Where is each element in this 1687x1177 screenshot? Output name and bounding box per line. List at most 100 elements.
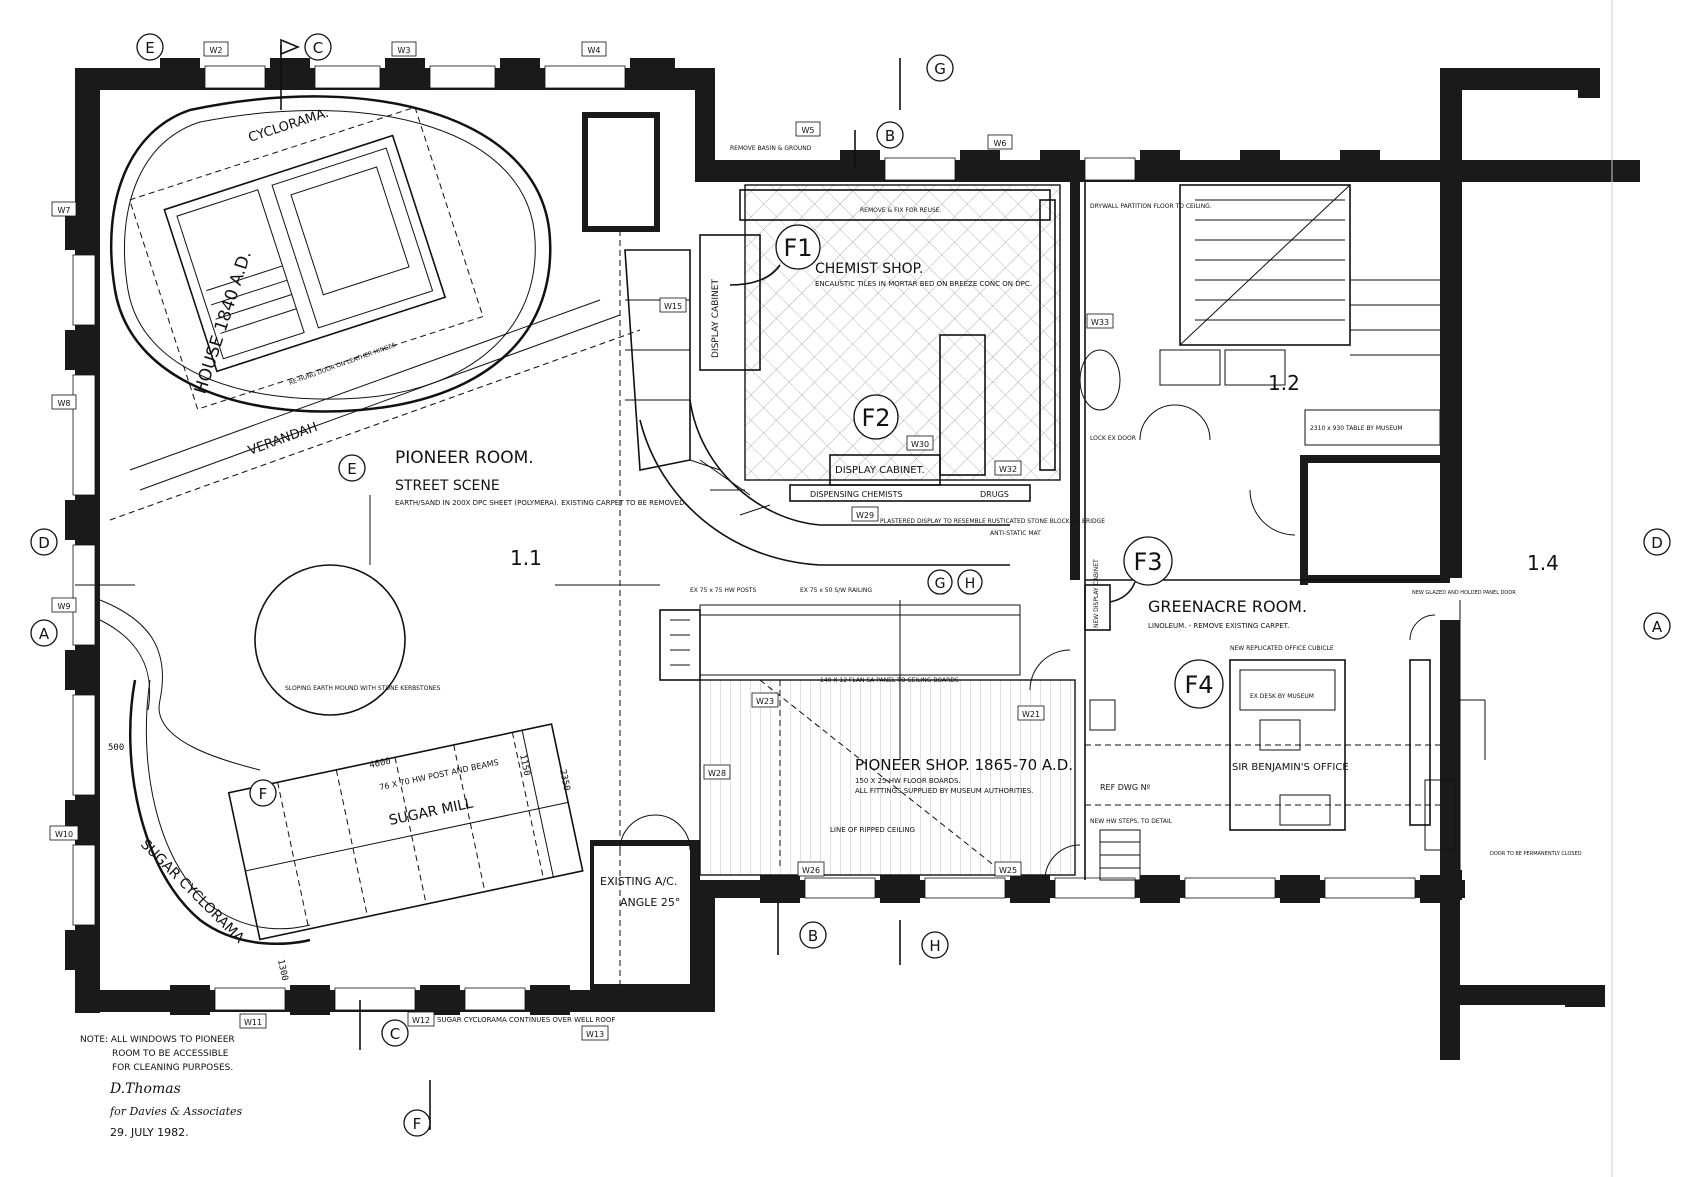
- svg-text:W8: W8: [58, 399, 71, 408]
- angle-label: ANGLE 25°: [620, 896, 680, 909]
- existing-ac-label: EXISTING A/C.: [600, 875, 677, 888]
- svg-text:A: A: [39, 625, 50, 643]
- windows-note-line-3: FOR CLEANING PURPOSES.: [112, 1063, 233, 1073]
- svg-text:W32: W32: [999, 465, 1017, 474]
- svg-text:G: G: [934, 60, 946, 78]
- svg-text:B: B: [885, 127, 895, 145]
- window-tag-w21: W21: [1017, 705, 1045, 721]
- ex-rail-note: EX 75 x 50 S/W RAILING: [800, 587, 872, 594]
- signature-firm: for Davies & Associates: [109, 1105, 243, 1118]
- section-marker-h-bottom: H: [899, 920, 949, 965]
- pioneer-shop-title: PIONEER SHOP. 1865-70 A.D.: [855, 756, 1073, 774]
- section-marker-f-bottom: F: [403, 1080, 431, 1137]
- ref-dwg-label: REF DWG Nº: [1100, 783, 1151, 792]
- section-marker-c-top: C: [280, 33, 332, 110]
- window-tags: W2 W3 W4 W5 W6 W7 W8 W9 W10 W11 W12 W13 …: [49, 41, 1114, 1041]
- greenacre-room-title: GREENACRE ROOM.: [1148, 597, 1307, 616]
- svg-text:W29: W29: [856, 511, 874, 520]
- svg-text:W30: W30: [911, 440, 929, 449]
- pioneer-shop-note-1: 150 X 25 HW FLOOR BOARDS.: [855, 777, 961, 785]
- window-tag-w23: W23: [751, 692, 779, 708]
- svg-text:A: A: [1652, 618, 1663, 636]
- svg-text:F: F: [413, 1115, 422, 1133]
- remove-fix: REMOVE & FIX FOR REUSE.: [860, 207, 942, 214]
- chemist-shop-title: CHEMIST SHOP.: [815, 261, 923, 277]
- window-tag-w25: W25: [994, 861, 1022, 877]
- remove-basin: REMOVE BASIN & GROUND: [730, 145, 812, 152]
- detail-callout-f3: F3: [1109, 536, 1173, 603]
- section-marker-a-left: A: [30, 619, 58, 647]
- svg-text:H: H: [965, 576, 976, 592]
- section-marker-g-top: G: [899, 54, 954, 110]
- greenacre-room: [1044, 182, 1486, 881]
- room-number-1-1: 1.1: [510, 546, 542, 570]
- window-tag-w32: W32: [994, 460, 1022, 476]
- svg-text:B: B: [808, 927, 818, 945]
- chemist-shop: [699, 184, 1061, 502]
- svg-text:W12: W12: [412, 1016, 430, 1025]
- window-tag-w30: W30: [906, 435, 934, 451]
- dimension-2350: 2350: [557, 769, 571, 792]
- drawing-notes: NOTE: ALL WINDOWS TO PIONEER ROOM TO BE …: [80, 1016, 615, 1139]
- dimension-500: 500: [108, 743, 124, 753]
- pioneer-shop-note-2: ALL FITTINGS SUPPLIED BY MUSEUM AUTHORIT…: [855, 787, 1033, 795]
- window-tag-w26: W26: [797, 861, 825, 877]
- dispensing-chemists-label: DISPENSING CHEMISTS: [810, 490, 903, 499]
- windows-note-line-1: NOTE: ALL WINDOWS TO PIONEER: [80, 1035, 235, 1045]
- svg-text:F4: F4: [1184, 671, 1213, 699]
- window-tag-w12: W12: [407, 1011, 435, 1027]
- sugar-mill-label: SUGAR MILL: [388, 795, 475, 828]
- signature: D.Thomas: [109, 1081, 181, 1097]
- window-tag-w9: W9: [51, 597, 77, 613]
- ex-desk-label: EX DESK BY MUSEUM: [1250, 693, 1314, 700]
- room-number-1-4: 1.4: [1527, 551, 1559, 575]
- svg-text:W25: W25: [999, 866, 1017, 875]
- svg-text:E: E: [145, 39, 154, 57]
- window-openings: [72, 65, 1416, 1011]
- window-tag-w3: W3: [391, 41, 417, 57]
- sir-benjamins-office-label: SIR BENJAMIN'S OFFICE: [1232, 762, 1349, 773]
- windows-note-line-2: ROOM TO BE ACCESSIBLE: [112, 1049, 229, 1059]
- chemist-shop-note: ENCAUSTIC TILES IN MORTAR BED ON BREEZE …: [815, 280, 1032, 288]
- ceiling-boards-note: 140 X 12 FLAN SA PANEL TO CEILING BOARDS: [820, 677, 959, 684]
- svg-text:W15: W15: [664, 302, 682, 311]
- svg-text:W33: W33: [1091, 318, 1109, 327]
- window-tag-w13: W13: [581, 1025, 609, 1041]
- new-display-cabinet-label: NEW DISPLAY CABINET: [1093, 559, 1100, 628]
- sugar-cyclorama-label: SUGAR CYCLORAMA: [137, 837, 247, 947]
- window-tag-w33: W33: [1086, 313, 1114, 329]
- display-cabinet-label-2: DISPLAY CABINET.: [835, 465, 925, 476]
- svg-text:W10: W10: [55, 830, 73, 839]
- section-marker-d-left: D: [30, 528, 58, 556]
- svg-text:W5: W5: [802, 126, 815, 135]
- svg-text:F2: F2: [861, 404, 890, 432]
- window-tag-w8: W8: [51, 394, 77, 410]
- window-tag-w29: W29: [851, 506, 879, 522]
- detail-callout-f1: F1: [729, 224, 821, 286]
- pioneer-shop: [659, 600, 1076, 876]
- window-tag-w2: W2: [203, 41, 229, 57]
- window-tag-w7: W7: [51, 201, 77, 217]
- display-cabinet-label-1: DISPLAY CABINET: [711, 279, 721, 358]
- verandah-label: VERANDAH: [246, 420, 319, 459]
- svg-text:W26: W26: [802, 866, 820, 875]
- street-scene-note: EARTH/SAND IN 200X DPC SHEET (POLYMERA).…: [395, 499, 687, 507]
- section-markers: C E G B D A D A: [30, 33, 1671, 1137]
- section-marker-b-top: B: [854, 121, 904, 170]
- svg-text:W6: W6: [994, 139, 1007, 148]
- section-marker-b-bottom: B: [777, 900, 827, 955]
- svg-text:D: D: [38, 534, 50, 552]
- dimension-4600: 4600: [369, 757, 392, 771]
- drugs-label: DRUGS: [980, 490, 1009, 499]
- svg-text:E: E: [347, 460, 356, 478]
- dimension-1300: 1300: [275, 959, 289, 982]
- window-tag-w4: W4: [581, 41, 607, 57]
- window-tag-w5: W5: [795, 121, 821, 137]
- pioneer-room: [75, 95, 1010, 1000]
- svg-text:W28: W28: [708, 769, 726, 778]
- new-office-cubicle: NEW REPLICATED OFFICE CUBICLE: [1230, 645, 1334, 652]
- detail-callout-f4: F4: [1174, 659, 1224, 709]
- svg-text:D: D: [1651, 534, 1663, 552]
- greenacre-room-note: LINOLEUM. - REMOVE EXISTING CARPET.: [1148, 622, 1289, 630]
- section-marker-h-mid: H: [957, 569, 983, 595]
